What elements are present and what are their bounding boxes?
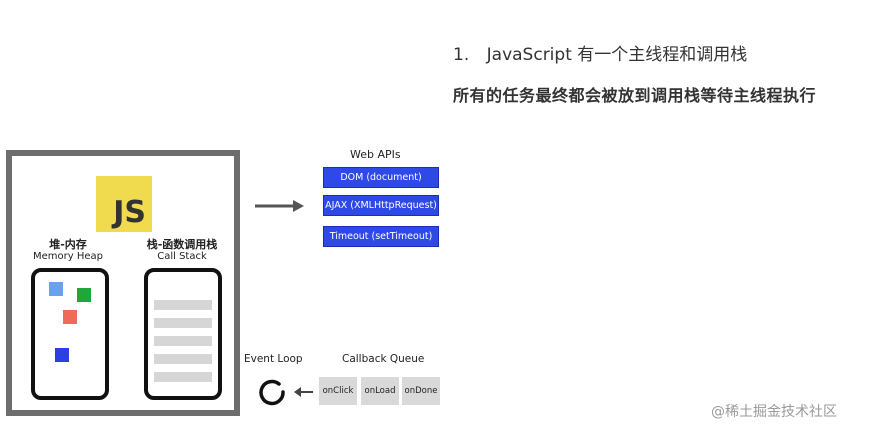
web-apis-title: Web APIs (350, 148, 401, 161)
heap-object (63, 310, 77, 324)
heading-subtitle: 所有的任务最终都会被放到调用栈等待主线程执行 (453, 86, 817, 105)
queue-item-onload: onLoad (361, 377, 399, 405)
heading-number: 1. (453, 45, 470, 65)
arrow-right-icon (255, 200, 304, 212)
stack-label-en: Call Stack (157, 251, 207, 262)
stack-label-cn: 栈-函数调用栈 (146, 238, 218, 251)
heap-label-en: Memory Heap (33, 251, 103, 262)
js-logo: JS (96, 176, 152, 232)
heap-object (55, 348, 69, 362)
js-engine-box: JS 堆-内存 Memory Heap 栈-函数调用栈 Call Stack (6, 150, 240, 416)
arrow-left-icon (294, 387, 313, 397)
stack-frame (154, 336, 212, 346)
watermark: @稀土掘金技术社区 (711, 404, 837, 420)
event-loop-title: Event Loop (244, 353, 303, 365)
heading-title: JavaScript 有一个主线程和调用栈 (486, 45, 748, 65)
api-ajax: AJAX (XMLHttpRequest) (323, 195, 439, 216)
memory-heap (31, 268, 109, 400)
loop-icon (259, 379, 285, 406)
api-timeout: Timeout (setTimeout) (323, 226, 439, 247)
stack-frame (154, 300, 212, 310)
stack-frame (154, 372, 212, 382)
heap-object (77, 288, 91, 302)
heap-object (49, 282, 63, 296)
stack-frame (154, 354, 212, 364)
queue-item-ondone: onDone (402, 377, 440, 405)
queue-item-onclick: onClick (319, 377, 357, 405)
heap-label-cn: 堆-内存 (49, 238, 87, 251)
callback-queue-title: Callback Queue (342, 353, 425, 365)
heading-title-line: 1. JavaScript 有一个主线程和调用栈 (453, 40, 747, 65)
stack-frame (154, 318, 212, 328)
api-dom: DOM (document) (323, 167, 439, 188)
call-stack (144, 268, 222, 400)
